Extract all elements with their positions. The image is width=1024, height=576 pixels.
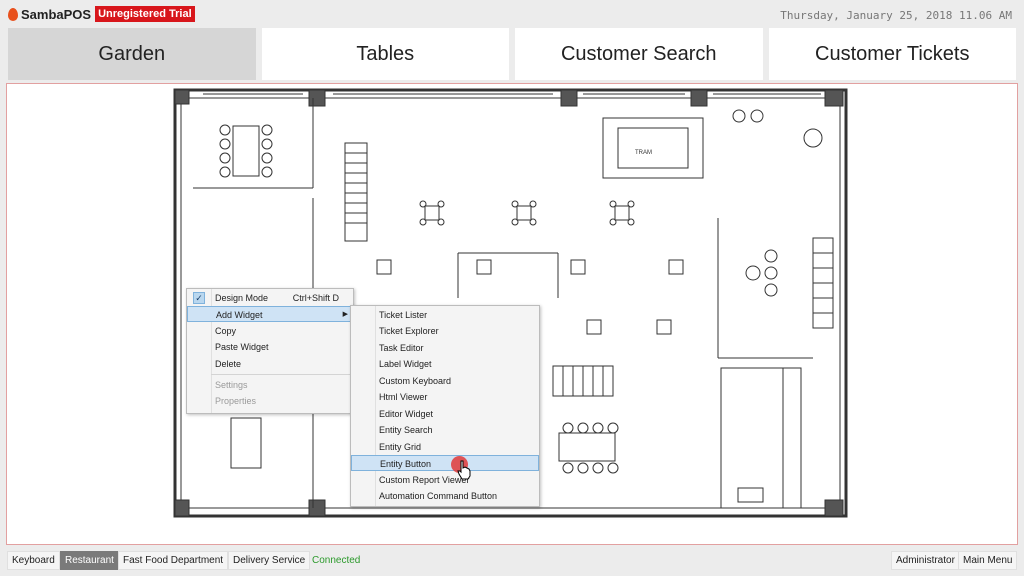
connection-status: Connected: [312, 555, 361, 566]
widget-ticket-lister[interactable]: Ticket Lister: [379, 310, 428, 320]
menu-item-copy[interactable]: Copy: [187, 323, 353, 339]
widget-automation-command-button[interactable]: Automation Command Button: [379, 491, 498, 501]
tab-garden[interactable]: Garden: [8, 28, 256, 80]
status-keyboard[interactable]: Keyboard: [7, 551, 60, 570]
menu-item-settings: Settings: [187, 377, 353, 393]
status-bar: Keyboard Restaurant Fast Food Department…: [0, 547, 1024, 571]
widget-custom-keyboard[interactable]: Custom Keyboard: [379, 376, 452, 386]
menu-item-properties: Properties: [187, 393, 353, 409]
menu-item-label: Add Widget: [216, 310, 263, 320]
checkmark-icon: ✓: [193, 292, 205, 304]
status-delivery-service[interactable]: Delivery Service: [228, 551, 311, 570]
widget-custom-report-viewer[interactable]: Custom Report Viewer: [379, 475, 470, 485]
menu-item-delete[interactable]: Delete: [187, 356, 353, 372]
menu-item-shortcut: Ctrl+Shift D: [292, 293, 339, 303]
screen-tabs: Garden Tables Customer Search Customer T…: [8, 28, 1016, 80]
app-logo: SambaPOS Unregistered Trial: [8, 6, 195, 22]
tab-customer-search[interactable]: Customer Search: [515, 28, 763, 80]
main-menu-button[interactable]: Main Menu: [958, 551, 1018, 570]
menu-item-label: Settings: [215, 380, 248, 390]
widget-editor-widget[interactable]: Editor Widget: [379, 409, 434, 419]
datetime: Thursday, January 25, 2018 11.06 AM: [780, 9, 1012, 22]
widget-label-widget[interactable]: Label Widget: [379, 359, 432, 369]
widget-entity-search[interactable]: Entity Search: [379, 425, 433, 435]
current-user[interactable]: Administrator: [891, 551, 960, 570]
widget-entity-button[interactable]: Entity Button: [351, 455, 539, 471]
menu-item-label: Copy: [215, 326, 237, 336]
menu-item-label: Delete: [215, 359, 242, 369]
submenu-arrow-icon: ▶: [342, 311, 348, 318]
floor-plan-drawing: TRAM: [173, 88, 848, 518]
tab-customer-tickets[interactable]: Customer Tickets: [768, 28, 1016, 80]
context-menu: ✓ Design Mode Ctrl+Shift D Add Widget ▶ …: [186, 288, 354, 414]
widget-html-viewer[interactable]: Html Viewer: [379, 392, 428, 402]
brand-name: SambaPOS: [21, 6, 92, 22]
menu-item-label: Properties: [215, 396, 257, 406]
tab-tables[interactable]: Tables: [261, 28, 509, 80]
widget-entity-grid[interactable]: Entity Grid: [379, 442, 422, 452]
flame-icon: [8, 7, 18, 21]
menu-item-design-mode[interactable]: ✓ Design Mode Ctrl+Shift D: [187, 290, 353, 306]
menu-item-label: Paste Widget: [215, 342, 269, 352]
tram-label: TRAM: [635, 150, 652, 156]
top-bar: SambaPOS Unregistered Trial Thursday, Ja…: [0, 0, 1024, 28]
menu-item-add-widget[interactable]: Add Widget ▶: [187, 306, 353, 322]
trial-badge: Unregistered Trial: [95, 6, 195, 22]
menu-item-paste-widget[interactable]: Paste Widget: [187, 339, 353, 355]
menu-separator: [211, 374, 351, 375]
widget-task-editor[interactable]: Task Editor: [379, 343, 424, 353]
status-fast-food-department[interactable]: Fast Food Department: [118, 551, 229, 570]
status-restaurant[interactable]: Restaurant: [60, 551, 119, 570]
add-widget-submenu: Ticket Lister Ticket Explorer Task Edito…: [350, 305, 540, 507]
menu-item-label: Design Mode: [215, 293, 269, 303]
widget-ticket-explorer[interactable]: Ticket Explorer: [379, 326, 439, 336]
menu-gutter: [375, 306, 376, 506]
hand-cursor-icon: [457, 460, 471, 480]
menu-gutter: [211, 289, 212, 413]
